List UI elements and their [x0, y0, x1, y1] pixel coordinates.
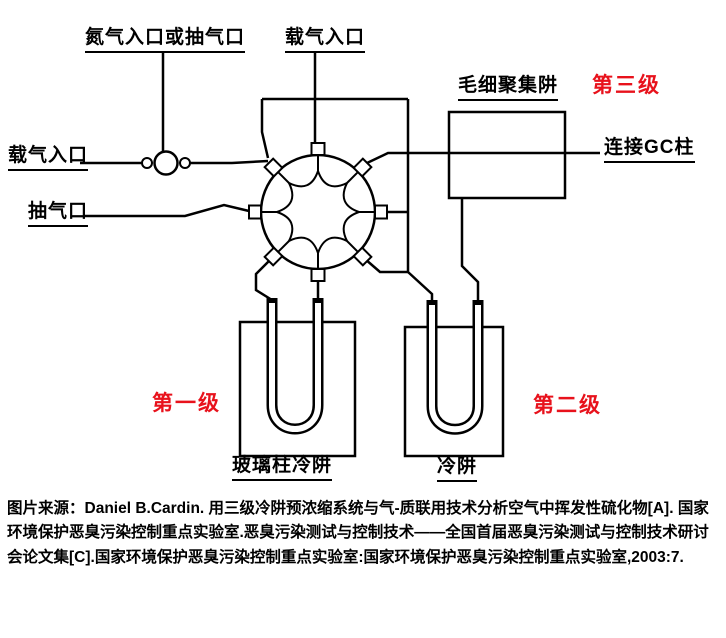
- valve-port: [248, 204, 262, 220]
- valve-ports: [248, 142, 388, 282]
- capillary-trap-label: 毛细聚集阱: [458, 75, 559, 101]
- left-shutoff-valve: [141, 150, 191, 176]
- stage1-trap-outline: [238, 320, 357, 458]
- right-transfer-line: [406, 99, 434, 302]
- valve-port: [352, 157, 373, 178]
- carrier-inlet-left-label: 载气入口: [8, 145, 89, 171]
- nitrogen-inlet-label: 氮气入口或抽气口: [85, 27, 246, 53]
- tubing-lines: [80, 53, 600, 302]
- shutoff-valve-fitting-left: [141, 157, 153, 169]
- gc-line: [366, 151, 600, 165]
- pump-port-label: 抽气口: [28, 201, 89, 227]
- valve-to-trap1-left-line: [254, 260, 273, 302]
- port-bottom-right-stub-line: [364, 258, 408, 274]
- stage2-label: 第二级: [533, 394, 602, 417]
- valve-channels: [261, 155, 375, 269]
- box-to-trap2-line: [460, 198, 480, 302]
- capillary-trap-box: [447, 110, 567, 200]
- stage1-u-tube: [266, 298, 324, 435]
- valve-port: [263, 246, 284, 267]
- valve-port: [263, 157, 284, 178]
- carrier-inlet-top-label: 载气入口: [285, 27, 366, 53]
- pump-line: [84, 203, 250, 218]
- gc-column-label: 连接GC柱: [604, 137, 695, 163]
- valve-port: [352, 246, 373, 267]
- valve-port: [310, 268, 326, 282]
- shutoff-to-port-line: [190, 159, 269, 165]
- glass-column-trap-label: 玻璃柱冷阱: [232, 455, 333, 481]
- diagram-canvas: [80, 53, 600, 458]
- stage1-label: 第一级: [152, 392, 221, 415]
- source-citation: 图片来源：Daniel B.Cardin. 用三级冷阱预浓缩系统与气-质联用技术…: [7, 500, 709, 566]
- cold-trap-label: 冷阱: [437, 456, 478, 482]
- stage2-u-tube: [426, 300, 484, 435]
- shutoff-valve-fitting-right: [179, 157, 191, 169]
- stage3-label: 第三级: [592, 74, 661, 97]
- stage2-trap-outline: [403, 325, 505, 458]
- shutoff-valve-body: [153, 150, 179, 176]
- top-left-drop-line: [260, 99, 270, 159]
- valve-port: [374, 204, 388, 220]
- rotary-valve: [248, 142, 388, 282]
- valve-port: [310, 142, 326, 156]
